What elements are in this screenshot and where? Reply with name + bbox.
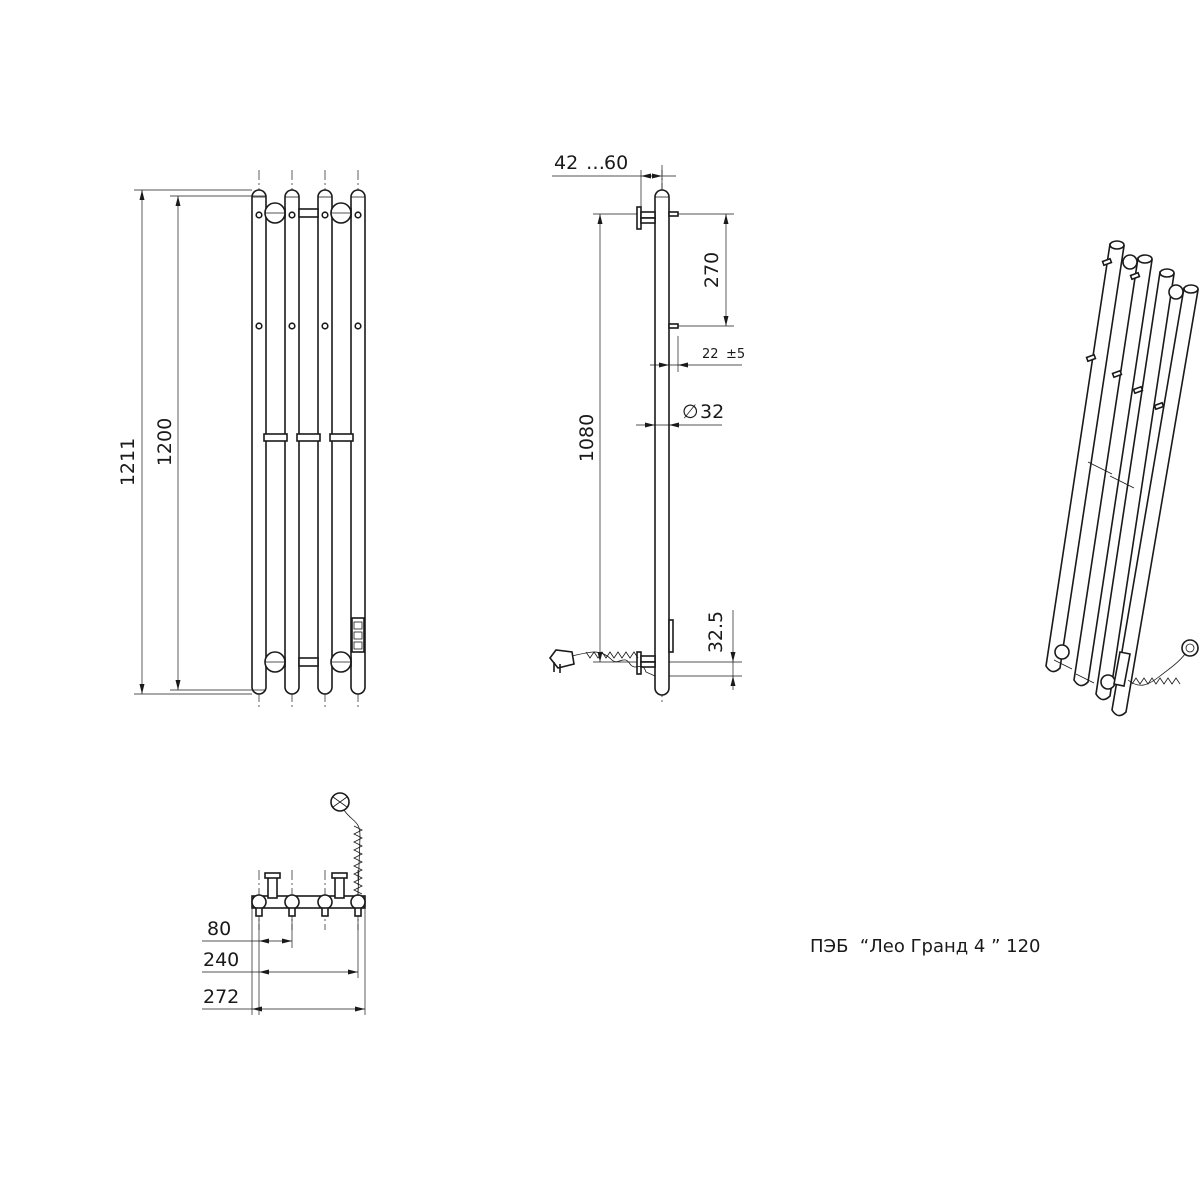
top-power-cable [330, 792, 363, 897]
side-view: 42 … 60 270 22 ±5 ∅ 32 1080 [548, 152, 745, 705]
tube-3 [317, 189, 333, 695]
side-bracket-top [636, 206, 656, 230]
dim-depth-sep: … [586, 152, 605, 174]
dim-height-mount: 1200 [154, 418, 176, 466]
dim-depth-max: 60 [604, 152, 628, 174]
wall-bracket-bottom-left [264, 651, 286, 673]
dim-bracket-spacing: 270 [701, 252, 723, 288]
dim-diameter-symbol: ∅ [682, 401, 699, 423]
control-unit [351, 617, 365, 653]
dim-overall-width: 272 [203, 986, 239, 1008]
wall-bracket-top-left [264, 202, 286, 224]
side-bracket-bottom [636, 651, 656, 675]
dim-height-total: 1211 [117, 438, 139, 486]
dim-bottom-offset: 32.5 [705, 611, 727, 653]
wall-bracket-top-right [330, 202, 352, 224]
dim-tube-pitch: 80 [207, 918, 231, 940]
front-view: 1211 1200 [117, 170, 366, 708]
power-cable-side [571, 651, 656, 677]
isometric-view [1045, 240, 1199, 717]
towel-pins [255, 211, 362, 330]
drawing-title: ПЭБ “Лео Гранд 4 ” 120 [810, 936, 1041, 957]
dim-tube-diameter: 32 [700, 401, 724, 423]
iso-tube-1 [1045, 240, 1125, 673]
power-plug-side [548, 649, 575, 673]
tube-2 [284, 189, 300, 695]
iso-tube-4 [1111, 284, 1199, 717]
wall-bracket-bottom-right [330, 651, 352, 673]
iso-control-unit [1113, 651, 1131, 687]
dim-mount-height: 1080 [576, 414, 598, 462]
iso-power-cable [1127, 639, 1199, 686]
tube-4 [350, 189, 366, 695]
dim-wall-offset: 22 [702, 347, 719, 362]
dim-depth-min: 42 [554, 152, 578, 174]
dim-outer-tube-span: 240 [203, 949, 239, 971]
iso-tube-2 [1073, 254, 1153, 687]
tube-1 [251, 189, 267, 695]
dim-wall-offset-tol: ±5 [726, 347, 745, 362]
iso-tube-3 [1095, 268, 1175, 701]
top-view: 80 240 272 [202, 792, 366, 1015]
